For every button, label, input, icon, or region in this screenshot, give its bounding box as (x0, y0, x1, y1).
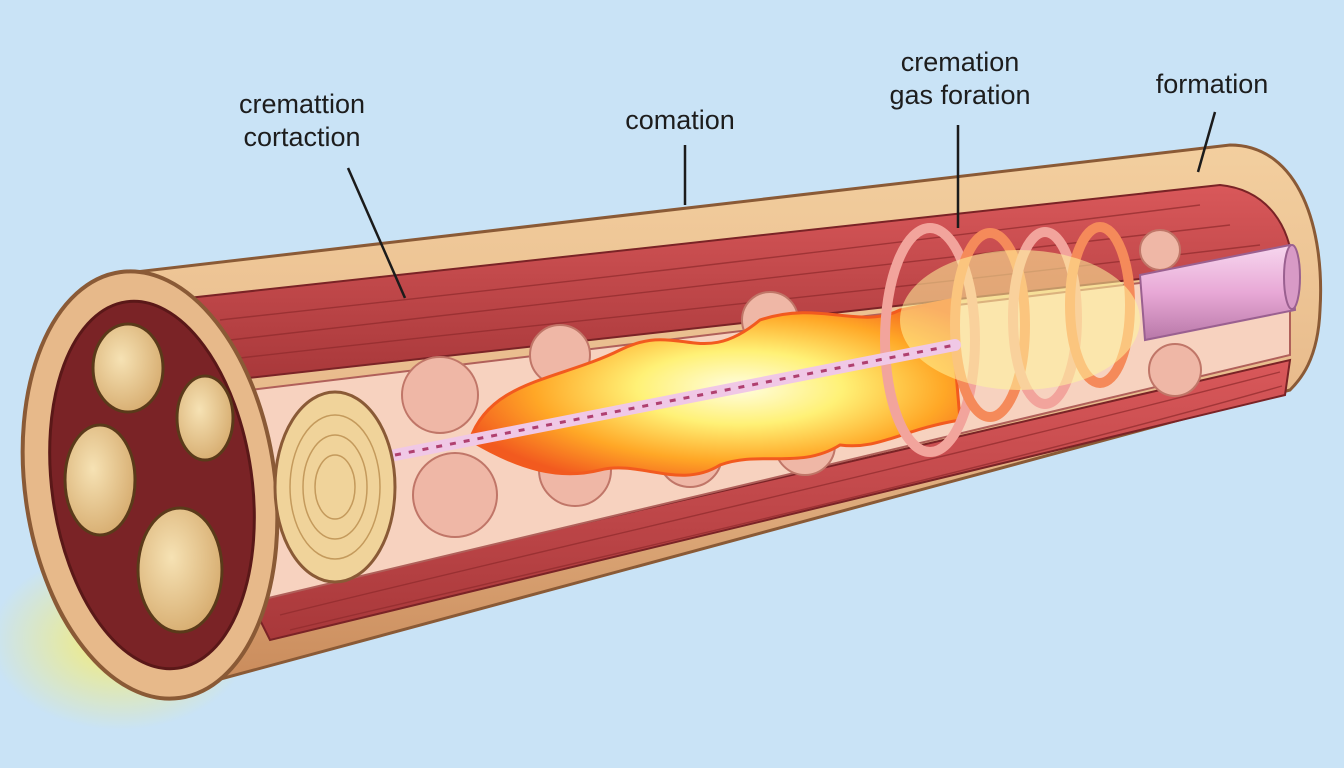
opening-discs (63, 322, 235, 634)
label-cremattion-cortaction: cremattion cortaction (238, 89, 366, 152)
wood-cross-section (273, 390, 397, 584)
label-cremation-gas-foration: cremation gas foration (889, 47, 1031, 110)
label-formation: formation (1155, 69, 1269, 99)
leader-lines (346, 111, 1217, 299)
wood-rings (289, 414, 381, 560)
coil-core-glow (900, 250, 1140, 390)
leader-line-cortaction (346, 167, 407, 299)
label-comation: comation (625, 105, 735, 135)
muscle-band-bottom (248, 358, 1292, 642)
leader-line-formation (1196, 111, 1217, 173)
probe-needle (389, 339, 961, 461)
rod-cylinder (1138, 243, 1297, 342)
